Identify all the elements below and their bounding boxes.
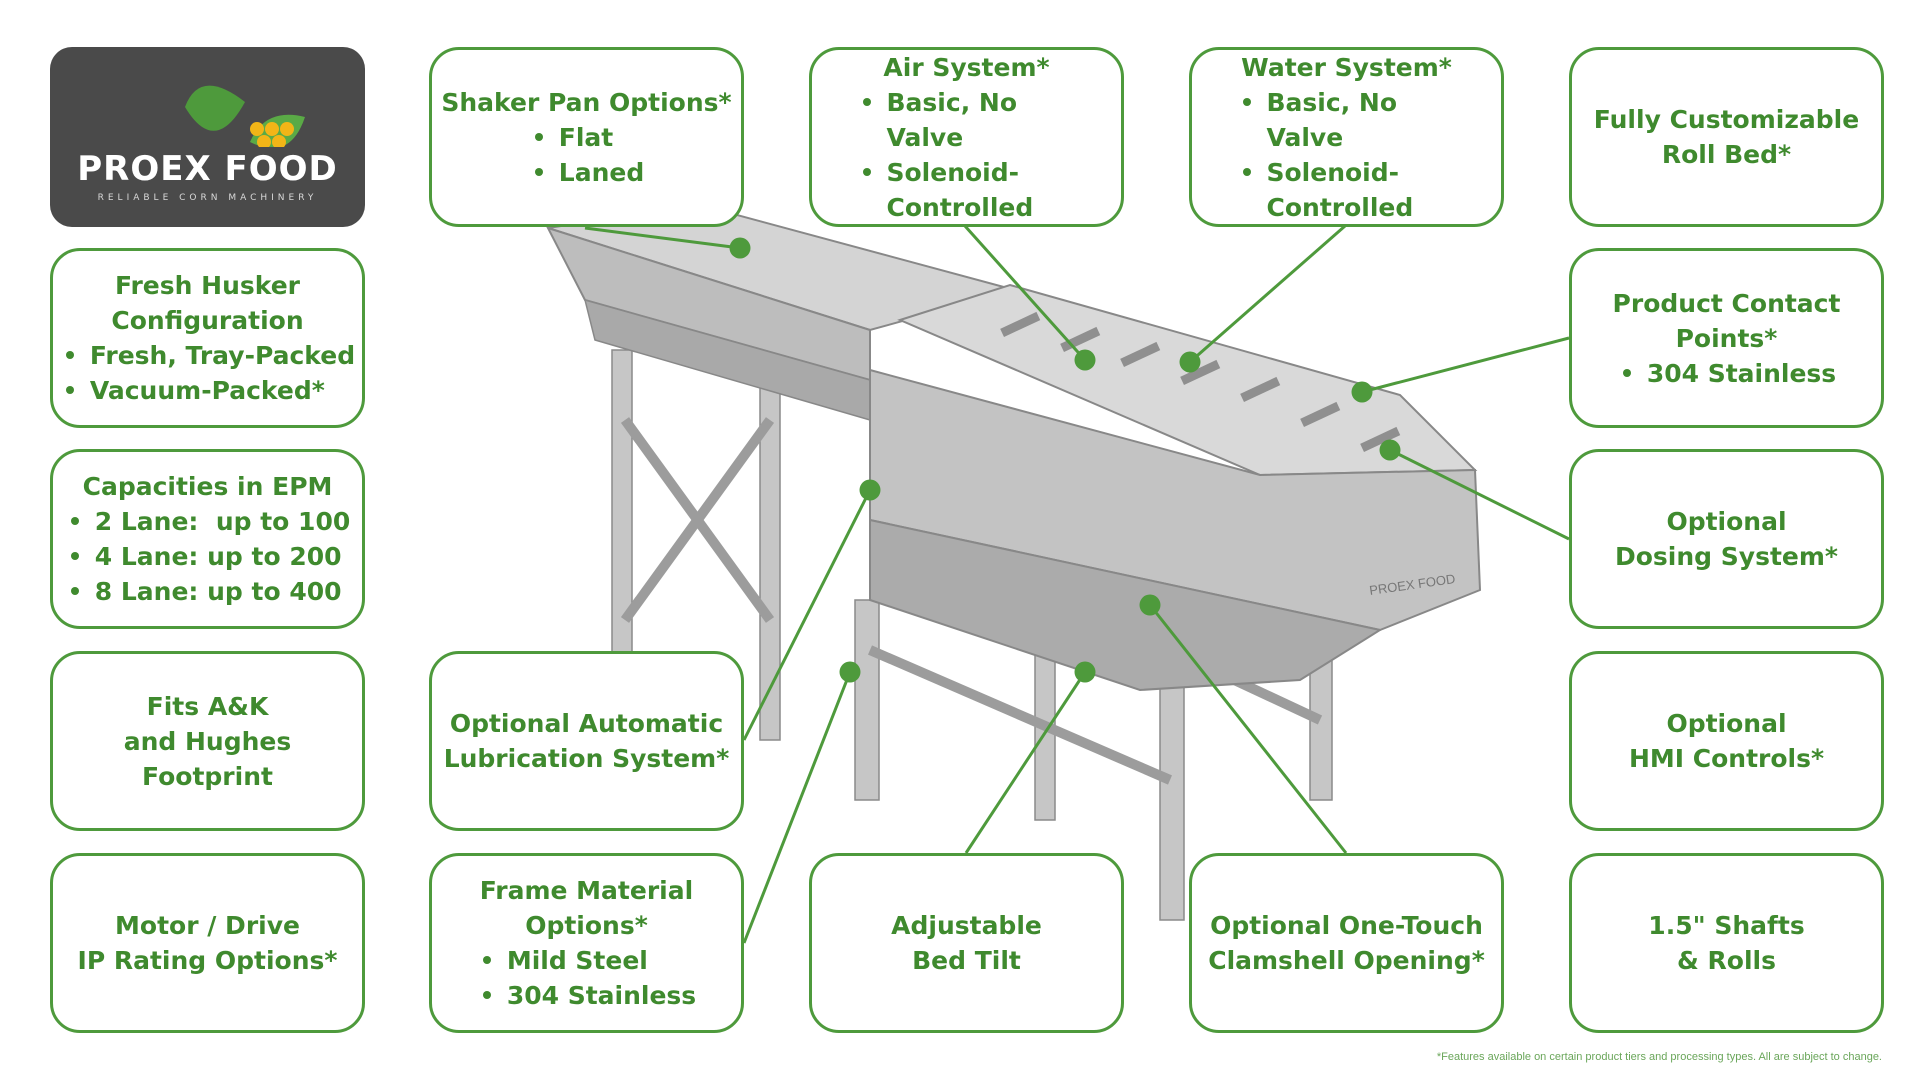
- callout-shaker-pan: Shaker Pan Options* Flat Laned: [429, 47, 744, 227]
- callout-line: Adjustable: [891, 911, 1042, 940]
- footnote: *Features available on certain product t…: [1436, 1051, 1882, 1063]
- leaf-corn-icon: [185, 85, 305, 147]
- list-item: Basic, No Valve: [857, 85, 1077, 155]
- callout-line: Roll Bed*: [1661, 140, 1792, 169]
- callout-line: Fully Customizable: [1593, 105, 1860, 134]
- callout-contact-points: Product Contact Points* 304 Stainless: [1569, 248, 1884, 428]
- callout-line: Lubrication System*: [443, 744, 730, 773]
- list-item: Fresh, Tray-Packed: [60, 338, 355, 373]
- callout-line: IP Rating Options*: [77, 946, 338, 975]
- callout-line: Motor / Drive: [115, 911, 300, 940]
- callout-title: Product Contact Points*: [1612, 288, 1841, 353]
- callout-bed-tilt: Adjustable Bed Tilt: [809, 853, 1124, 1033]
- callout-line: Optional One-Touch: [1210, 911, 1483, 940]
- callout-frame: Frame Material Options* Mild Steel 304 S…: [429, 853, 744, 1033]
- list-item: 304 Stainless: [477, 978, 696, 1013]
- list-item: 4 Lane: up to 200: [65, 539, 350, 574]
- callout-title: Water System*: [1241, 52, 1452, 82]
- callout-title: Shaker Pan Options*: [441, 87, 732, 117]
- callout-fresh-husker: Fresh Husker Configuration Fresh, Tray-P…: [50, 248, 365, 428]
- callout-lubrication: Optional Automatic Lubrication System*: [429, 651, 744, 831]
- callout-line: Bed Tilt: [912, 946, 1021, 975]
- callout-capacities: Capacities in EPM 2 Lane: up to 100 4 La…: [50, 449, 365, 629]
- callout-line: Optional: [1666, 507, 1787, 536]
- proex-food-logo: PROEX FOOD RELIABLE CORN MACHINERY: [50, 47, 365, 227]
- logo-tagline: RELIABLE CORN MACHINERY: [97, 193, 318, 203]
- callout-line: Fits A&K: [146, 691, 269, 721]
- callout-title: Frame Material Options*: [479, 876, 694, 940]
- list-item: Solenoid-Controlled: [857, 155, 1077, 225]
- cover-slots: [1000, 311, 1401, 452]
- list-item: Mild Steel: [477, 943, 696, 978]
- callout-title: Air System*: [883, 52, 1050, 82]
- list-item: 2 Lane: up to 100: [65, 504, 350, 539]
- logo-name: PROEX FOOD: [77, 149, 338, 189]
- callout-footprint: Fits A&K and Hughes Footprint: [50, 651, 365, 831]
- callout-line: & Rolls: [1677, 946, 1776, 975]
- callout-line: Optional Automatic: [449, 709, 724, 738]
- list-item: 8 Lane: up to 400: [65, 574, 350, 609]
- leader-lines: [584, 224, 1570, 944]
- callout-line: Dosing System*: [1615, 542, 1838, 571]
- callout-water-system: Water System* Basic, No Valve Solenoid-C…: [1189, 47, 1504, 227]
- list-item: Vacuum-Packed*: [60, 373, 355, 408]
- callout-line: HMI Controls*: [1628, 744, 1825, 773]
- list-item: Basic, No Valve: [1237, 85, 1457, 155]
- callout-shafts: 1.5" Shafts & Rolls: [1569, 853, 1884, 1033]
- callout-hmi: Optional HMI Controls*: [1569, 651, 1884, 831]
- callout-air-system: Air System* Basic, No Valve Solenoid-Con…: [809, 47, 1124, 227]
- callout-line: Footprint: [142, 761, 273, 791]
- callout-title: Capacities in EPM: [82, 472, 333, 501]
- callout-title: Fresh Husker Configuration: [111, 271, 304, 335]
- callout-dosing: Optional Dosing System*: [1569, 449, 1884, 629]
- callout-roll-bed: Fully Customizable Roll Bed*: [1569, 47, 1884, 227]
- list-item: Solenoid-Controlled: [1237, 155, 1457, 225]
- list-item: Laned: [529, 155, 644, 190]
- list-item: Flat: [529, 120, 644, 155]
- callout-line: Clamshell Opening*: [1208, 946, 1485, 975]
- callout-line: 1.5" Shafts: [1648, 911, 1805, 940]
- callout-clamshell: Optional One-Touch Clamshell Opening*: [1189, 853, 1504, 1033]
- list-item: 304 Stainless: [1617, 356, 1836, 391]
- callout-motor: Motor / Drive IP Rating Options*: [50, 853, 365, 1033]
- callout-line: Optional: [1666, 709, 1787, 738]
- callout-line: and Hughes: [123, 726, 292, 756]
